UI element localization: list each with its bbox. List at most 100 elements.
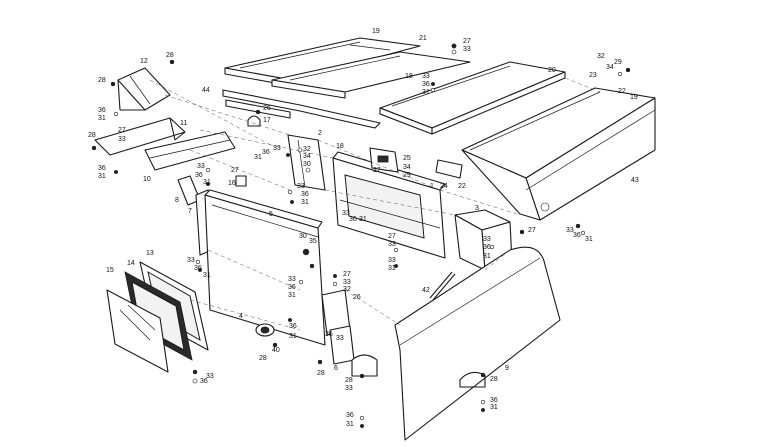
part-label: 19 xyxy=(630,94,638,101)
part-label: 35 xyxy=(309,238,317,245)
part-label: 28 xyxy=(166,52,174,59)
part-label: 36 xyxy=(490,397,498,404)
part-label: 6 xyxy=(334,365,338,372)
roof-rail-44 xyxy=(222,89,381,129)
part-label: 31 xyxy=(203,179,211,186)
part-label: 33 xyxy=(388,257,396,264)
part-label: 30 xyxy=(303,161,311,168)
part-label: 36 xyxy=(200,378,208,385)
part-label: 9 xyxy=(505,365,509,372)
part-label: 31 xyxy=(490,404,498,411)
part-label: 36 xyxy=(301,191,309,198)
part-label: 24 xyxy=(440,183,448,190)
part-label: 26 xyxy=(353,294,361,301)
part-label: 33 xyxy=(483,236,491,243)
part-label: 10 xyxy=(143,176,151,183)
part-label: 36 xyxy=(98,165,106,172)
part-label: 19 xyxy=(372,28,380,35)
window-glass-15 xyxy=(106,289,169,373)
roof-panel-middle xyxy=(271,51,471,99)
part-label: 36 xyxy=(194,265,202,272)
part-label: 31 xyxy=(289,333,297,340)
part-label: 27 xyxy=(388,233,396,240)
part-label: 31 xyxy=(585,236,593,243)
panel-10 xyxy=(144,131,236,171)
part-label: 8 xyxy=(175,197,179,204)
post-6 xyxy=(329,325,355,365)
part-label: 31 xyxy=(203,272,211,279)
hinge-24 xyxy=(435,159,463,179)
part-label: 33 xyxy=(197,163,205,170)
part-label: 28 xyxy=(98,77,106,84)
part-label: 33 xyxy=(187,257,195,264)
part-label: 36 xyxy=(288,284,296,291)
bracket-12 xyxy=(117,67,171,111)
part-label: 1 xyxy=(430,183,434,190)
part-label: 36 xyxy=(195,172,203,179)
part-label: 31 xyxy=(288,292,296,299)
part-label: 20 xyxy=(548,67,556,74)
cover-4 xyxy=(255,323,275,337)
part-label: 34 xyxy=(403,164,411,171)
part-label: 4 xyxy=(239,313,243,320)
rod-42 xyxy=(429,271,456,301)
box-lid-43 xyxy=(461,87,656,221)
part-label: 31 xyxy=(98,115,106,122)
part-label: 43 xyxy=(631,177,639,184)
assembly-lines xyxy=(149,77,601,331)
lid-panel-20 xyxy=(379,61,566,135)
door-tab-28 xyxy=(351,354,378,377)
part-label: 33 xyxy=(206,373,214,380)
part-label: 33 xyxy=(336,335,344,342)
side-panel-9 xyxy=(394,246,561,441)
part-label: 31 xyxy=(388,265,396,272)
part-label: 31 xyxy=(301,199,309,206)
part-label: 11 xyxy=(180,120,187,127)
part-label: 34 xyxy=(606,64,614,71)
front-panel-5 xyxy=(204,189,326,346)
bracket-2 xyxy=(287,134,326,191)
part-label: 32 xyxy=(303,146,311,153)
panel-11 xyxy=(94,117,186,156)
part-label: 36 xyxy=(346,412,354,419)
part-label: 31 xyxy=(359,216,367,223)
part-label: 28 xyxy=(317,370,325,377)
part-label: 30 xyxy=(299,233,307,240)
part-label: 33 xyxy=(345,385,353,392)
part-label: 33 xyxy=(343,279,351,286)
part-label: 27 xyxy=(373,167,381,174)
part-label: 13 xyxy=(146,250,154,257)
part-label: 36 xyxy=(289,323,297,330)
part-label: 29 xyxy=(614,59,622,66)
part-label: 36 xyxy=(325,331,333,338)
part-label: 31 xyxy=(346,421,354,428)
part-label: 33 xyxy=(342,210,350,217)
part-label: 25 xyxy=(403,155,411,162)
part-label: 33 xyxy=(288,276,296,283)
clip-16 xyxy=(235,175,247,187)
part-label: 33 xyxy=(463,46,471,53)
part-label: 36 xyxy=(422,81,430,88)
part-label: 33 xyxy=(422,73,430,80)
part-label: 36 xyxy=(483,244,491,251)
part-label: 5 xyxy=(269,211,273,218)
part-label: 27 xyxy=(463,38,471,45)
part-label: 33 xyxy=(388,241,396,248)
part-label: 36 xyxy=(573,232,581,239)
part-label: 31 xyxy=(254,154,262,161)
part-label: 29 xyxy=(403,172,411,179)
part-label: 32 xyxy=(343,286,351,293)
part-label: 16 xyxy=(228,180,236,187)
part-label: 22 xyxy=(618,88,626,95)
part-label: 18 xyxy=(336,143,344,150)
part-label: 28 xyxy=(259,355,267,362)
part-label: 23 xyxy=(589,72,597,79)
latch-bracket-25 xyxy=(369,147,399,173)
part-label: 26 xyxy=(263,105,271,112)
part-label: 21 xyxy=(419,35,427,42)
part-label: 33 xyxy=(566,227,574,234)
part-label: 33 xyxy=(118,136,126,143)
part-label: 31 xyxy=(422,89,430,96)
